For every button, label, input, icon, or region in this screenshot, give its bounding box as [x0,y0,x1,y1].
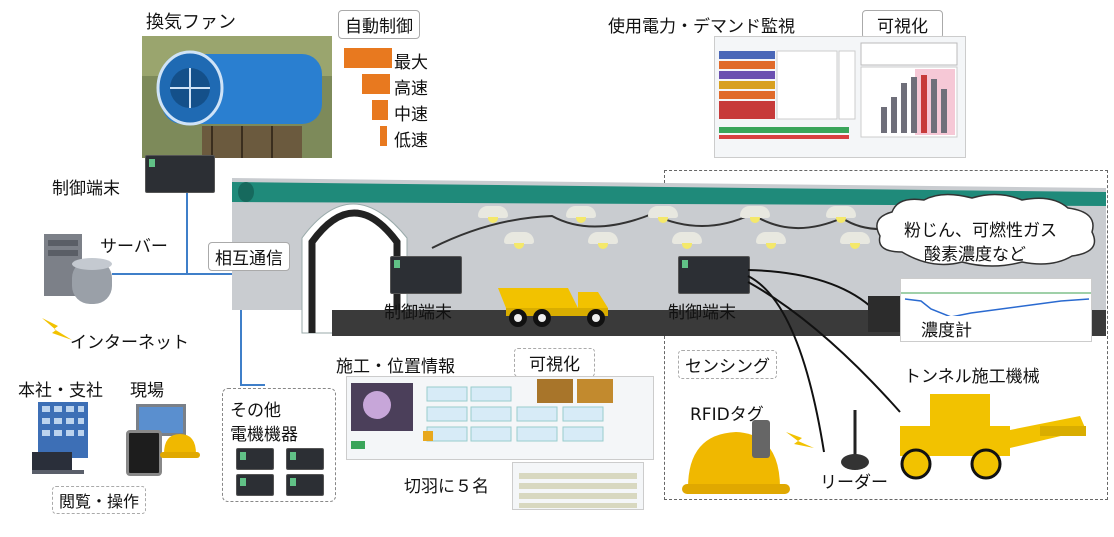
auto-control-level-bar-1 [344,48,392,68]
other-equipment-line1: その他 [230,401,281,421]
other-equipment-line2: 電機機器 [230,425,298,445]
power-dashboard-screenshot [714,36,966,158]
office-building-icon [28,402,96,474]
equipment-unit-2 [286,448,324,470]
tunnel-lamp-4 [740,206,770,223]
tunnel-lamp-1 [478,206,508,223]
position-info-title: 施工・位置情報 [336,357,455,377]
network-line-down [240,275,242,385]
fan-terminal-label: 制御端末 [52,179,120,199]
gas-meter-label: 濃度計 [918,316,975,341]
sensing-label: センシング [678,350,777,379]
auto-control-level-3: 中速 [394,105,428,125]
equipment-unit-1 [236,448,274,470]
tunnel-lamp-8 [672,232,702,249]
auto-control-level-bar-4 [380,126,387,146]
dump-truck-icon [498,280,618,330]
power-badge: 可視化 [862,10,943,39]
face-worker-list-screenshot [512,462,644,510]
lightning-icon [40,314,74,344]
auto-control-level-bar-3 [372,100,388,120]
tunnel-lamp-9 [756,232,786,249]
tunnel-lamp-3 [648,206,678,223]
reader-label: リーダー [820,473,888,493]
auto-control-level-4: 低速 [394,131,428,151]
site-helmet-icon [160,432,200,460]
equipment-unit-4 [286,474,324,496]
tunnel-lamp-10 [840,232,870,249]
equipment-unit-3 [236,474,274,496]
auto-control-level-bar-2 [362,74,390,94]
position-info-badge: 可視化 [514,348,595,377]
tunnel-lamp-2 [566,206,596,223]
network-line-fan [186,190,188,274]
sensor-cables [740,262,910,462]
tunnel-machine-icon [890,386,1090,486]
auto-control-title: 自動制御 [338,10,420,39]
gas-meter-box [868,296,900,332]
machine-label: トンネル施工機械 [904,367,1040,387]
tunnel-terminal-label-right: 制御端末 [668,303,736,323]
site-label: 現場 [130,381,164,401]
gas-bubble-line1: 粉じん、可燃性ガス [904,221,1057,241]
gas-concentration-graph [900,278,1092,342]
tunnel-lamp-5 [826,206,856,223]
tunnel-control-terminal-right [678,256,750,294]
face-count-label: 切羽に５名 [404,477,489,497]
gas-bubble-line2: 酸素濃度など [924,245,1026,265]
tunnel-lamp-6 [504,232,534,249]
tablet-icon [126,430,162,476]
mutual-comm-label: 相互通信 [208,242,290,271]
power-title: 使用電力・デマンド監視 [608,17,795,37]
tunnel-lamp-7 [588,232,618,249]
server-label: サーバー [100,237,168,257]
auto-control-level-2: 高速 [394,79,428,99]
gas-bubble [872,192,1100,268]
rfid-label: RFIDタグ [690,405,764,425]
fan-image [142,36,332,158]
position-dashboard-screenshot [346,376,654,460]
browse-operate-label: 閲覧・操作 [52,486,147,514]
rfid-helmet-icon [680,414,820,498]
tunnel-terminal-label-left: 制御端末 [384,303,452,323]
fan-control-terminal [145,155,215,193]
fan-label: 換気ファン [146,12,236,33]
server-icon [44,232,114,306]
tunnel-control-terminal-left [390,256,462,294]
internet-label: インターネット [70,333,189,353]
network-line-other [240,384,265,386]
hq-label: 本社・支社 [18,381,103,401]
auto-control-level-1: 最大 [394,53,428,73]
reader-device-icon [838,406,872,472]
